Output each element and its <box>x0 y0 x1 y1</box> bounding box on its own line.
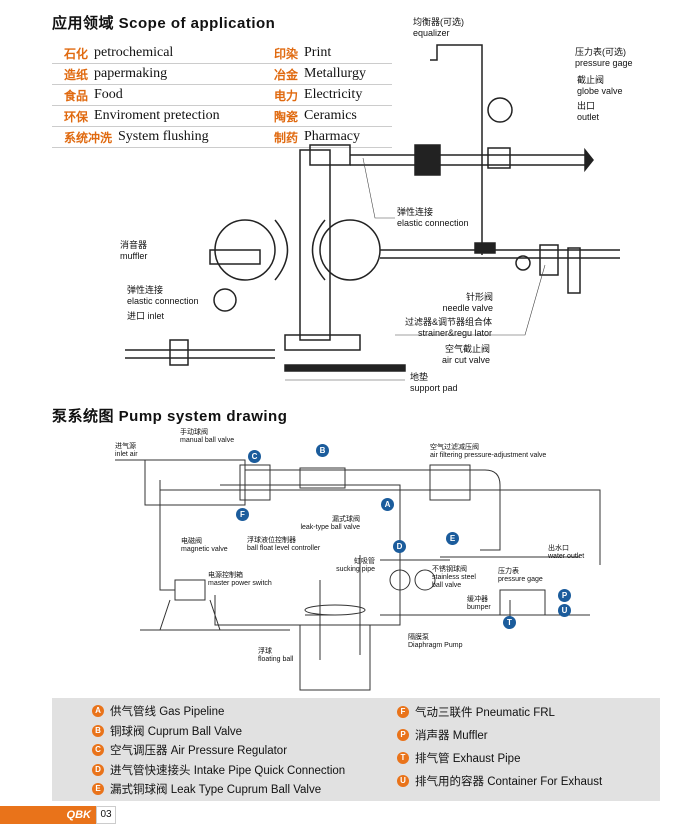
industry-zh: 造纸 <box>64 67 89 82</box>
legend-text: 排气管 Exhaust Pipe <box>415 753 521 765</box>
industry-zh: 电力 <box>274 88 299 103</box>
legend-text: 消声器 Muffler <box>415 730 488 742</box>
industry-zh: 制药 <box>274 130 299 145</box>
legend-item: B 铜球阀 Cuprum Ball Valve <box>92 723 242 739</box>
legend-item: T 排气管 Exhaust Pipe <box>397 750 520 766</box>
industry-en: petrochemical <box>94 45 174 60</box>
marker-e: E <box>446 532 459 545</box>
legend-badge: T <box>397 752 409 764</box>
legend-text: 漏式铜球阀 Leak Type Cuprum Ball Valve <box>110 784 322 796</box>
legend-badge: B <box>92 724 104 737</box>
legend-badge: E <box>92 783 104 795</box>
marker-c: C <box>248 450 261 463</box>
legend-text: 供气管线 Gas Pipeline <box>110 706 225 718</box>
marker-t: T <box>503 616 516 629</box>
scope-row: 环保 Enviroment pretection 陶瓷 Ceramics <box>52 106 392 127</box>
industry-en: Electricity <box>304 87 363 102</box>
industry-en: Enviroment pretection <box>94 108 220 123</box>
legend-badge: F <box>397 706 409 718</box>
industry-zh: 陶瓷 <box>274 109 299 124</box>
brand-footer: QBK <box>0 806 96 824</box>
legend-badge: D <box>92 763 104 776</box>
page-number: 03 <box>96 806 116 824</box>
scope-row: 石化 petrochemical 印染 Print <box>52 43 392 64</box>
marker-p: P <box>558 589 571 602</box>
scope-row: 食品 Food 电力 Electricity <box>52 85 392 106</box>
inlet-label: 进口 inlet <box>127 311 165 321</box>
industry-en: Food <box>94 87 123 102</box>
legend-badge: P <box>397 729 409 741</box>
marker-b: B <box>316 444 329 457</box>
legend-item: U 排气用的容器 Container For Exhaust <box>397 773 602 789</box>
legend-item: P 消声器 Muffler <box>397 727 488 743</box>
industry-en: papermaking <box>94 66 168 81</box>
marker-d: D <box>393 540 406 553</box>
industry-en: Metallurgy <box>304 66 366 81</box>
marker-u: U <box>558 604 571 617</box>
legend-badge: C <box>92 744 104 756</box>
industry-zh: 印染 <box>274 46 299 61</box>
legend-text: 铜球阀 Cuprum Ball Valve <box>110 725 243 738</box>
marker-a: A <box>381 498 394 511</box>
industry-zh: 食品 <box>64 88 89 103</box>
scope-title: 应用领域 Scope of application <box>52 15 276 32</box>
scope-row: 造纸 papermaking 冶金 Metallurgy <box>52 64 392 85</box>
legend-item: C 空气调压器 Air Pressure Regulator <box>92 742 287 758</box>
scope-row: 系统冲洗 System flushing 制药 Pharmacy <box>52 127 392 148</box>
legend-item: A 供气管线 Gas Pipeline <box>92 703 224 719</box>
industry-zh: 冶金 <box>274 67 299 82</box>
legend-item: E 漏式铜球阀 Leak Type Cuprum Ball Valve <box>92 781 321 797</box>
equalizer-label: 均衡器(可选)equalizer <box>413 17 464 38</box>
legend-text: 进气管快速接头 Intake Pipe Quick Connection <box>110 764 346 777</box>
industry-en: Pharmacy <box>304 129 360 144</box>
system-title: 泵系统图 Pump system drawing <box>52 408 288 425</box>
industry-zh: 系统冲洗 <box>64 130 113 145</box>
legend-text: 空气调压器 Air Pressure Regulator <box>110 745 288 757</box>
industry-en: Ceramics <box>304 108 357 123</box>
industry-zh: 环保 <box>64 109 89 124</box>
legend-badge: A <box>92 705 104 717</box>
industry-en: Print <box>304 45 332 60</box>
pressure-gage-label: 压力表(可选)pressure gage <box>575 47 633 68</box>
legend-item: F 气动三联件 Pneumatic FRL <box>397 704 555 720</box>
legend-text: 气动三联件 Pneumatic FRL <box>415 707 555 719</box>
scope-table: 石化 petrochemical 印染 Print 造纸 papermaking 冶金… <box>52 43 392 148</box>
legend-badge: U <box>397 775 409 787</box>
industry-zh: 石化 <box>64 46 89 61</box>
legend-text: 排气用的容器 Container For Exhaust <box>415 776 603 788</box>
industry-en: System flushing <box>118 129 209 144</box>
legend-item: D 进气管快速接头 Intake Pipe Quick Connection <box>92 762 345 778</box>
marker-f: F <box>236 508 249 521</box>
